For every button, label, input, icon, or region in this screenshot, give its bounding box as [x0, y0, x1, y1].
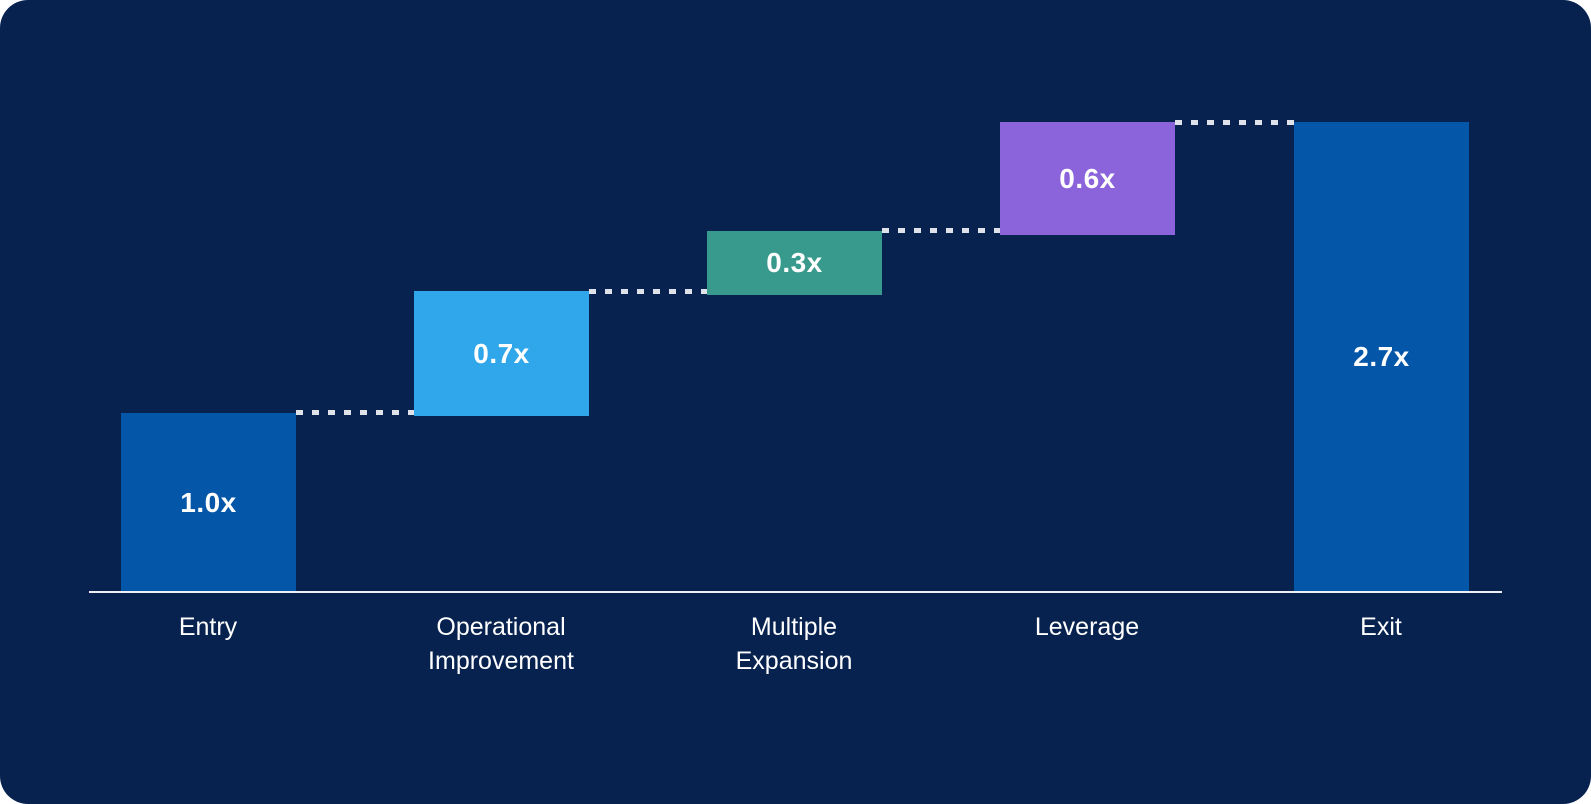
connector-leverage-to-exit	[1175, 120, 1294, 125]
bar-exit-value-label: 2.7x	[1353, 341, 1410, 372]
bar-exit: 2.7x	[1294, 122, 1469, 592]
x-axis-label-entry: Entry	[178, 613, 238, 641]
connector-operational-to-multiple	[589, 289, 707, 294]
bar-leverage-value-label: 0.6x	[1059, 162, 1116, 194]
bar-entry: 1.0x	[121, 413, 296, 592]
x-axis-line	[89, 591, 1502, 593]
x-axis-label-leverage: Leverage	[1034, 613, 1140, 641]
bar-entry-value-label: 1.0x	[180, 486, 237, 518]
x-axis-label-operational-improvement: Operational Improvement	[428, 613, 574, 675]
bar-multiple-expansion: 0.3x	[707, 231, 882, 295]
x-axis-label-multiple-expansion: Multiple Expansion	[735, 613, 853, 675]
connector-multiple-to-leverage	[882, 228, 1000, 233]
bar-multiple-expansion-value-label: 0.3x	[766, 247, 823, 278]
bar-leverage: 0.6x	[1000, 122, 1175, 235]
connector-entry-to-operational	[296, 410, 414, 415]
x-axis-label-exit: Exit	[1360, 613, 1402, 641]
bar-operational-improvement: 0.7x	[414, 291, 589, 416]
bar-operational-improvement-value-label: 0.7x	[473, 337, 530, 369]
